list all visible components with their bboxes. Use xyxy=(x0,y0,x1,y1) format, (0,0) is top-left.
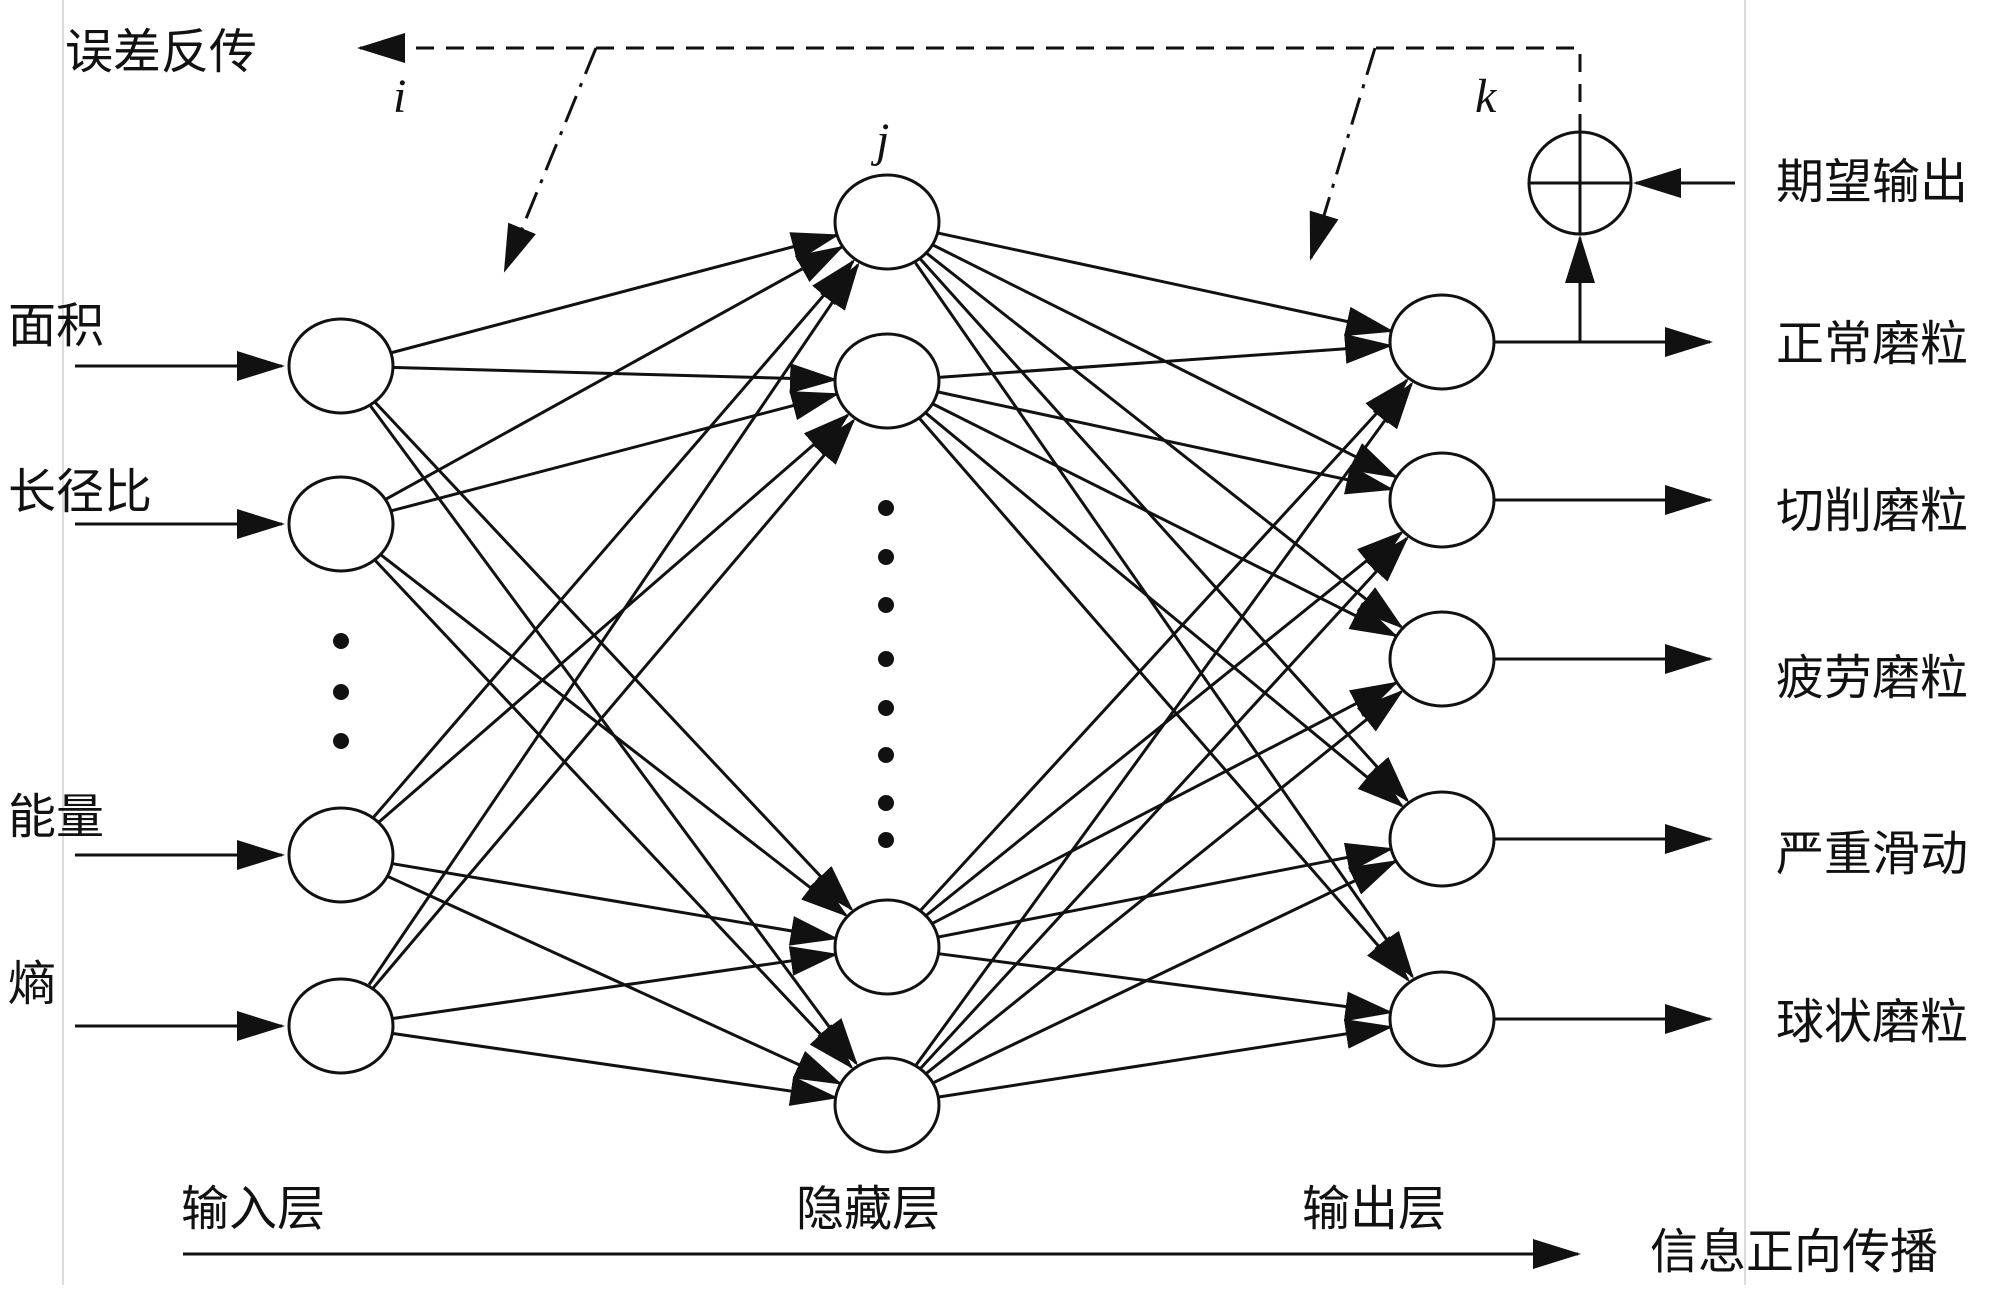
hidden-node-2 xyxy=(833,332,941,430)
edge-input-hidden-2-2 xyxy=(388,391,840,513)
edge-hidden-output-3-1 xyxy=(919,378,1409,912)
input-layer-label: 输入层 xyxy=(181,1181,325,1237)
output-layer-label: 输出层 xyxy=(1302,1181,1446,1237)
expected-output-label: 期望输出 xyxy=(1776,154,1968,210)
hidden-layer-nodes xyxy=(833,173,941,1154)
edge-hidden-output-2-4 xyxy=(924,411,1405,808)
edge-hidden-output-4-1 xyxy=(915,381,1414,1066)
backprop-branch-2 xyxy=(1309,47,1377,261)
input-layer-nodes xyxy=(287,317,395,1075)
edge-input-hidden-4-2 xyxy=(372,418,856,989)
output-label-5: 球状磨粒 xyxy=(1776,994,1968,1050)
edge-input-hidden-4-3 xyxy=(390,946,839,1021)
edge-hidden-output-1-4 xyxy=(919,258,1410,803)
output-node-1 xyxy=(1388,293,1496,391)
output-layer-nodes xyxy=(1388,293,1496,1068)
edge-hidden-output-1-1 xyxy=(935,231,1395,337)
output-label-2: 切削磨粒 xyxy=(1776,483,1968,539)
edge-hidden-output-4-3 xyxy=(925,689,1404,1075)
edge-input-hidden-1-3 xyxy=(374,401,854,912)
backprop-dashed-line xyxy=(357,32,1582,132)
edge-input-hidden-2-1 xyxy=(384,245,845,502)
hidden-ellipsis xyxy=(878,500,894,848)
output-label-4: 严重滑动 xyxy=(1776,826,1968,882)
output-node-3 xyxy=(1388,610,1496,708)
index-j-label: j xyxy=(870,114,889,167)
edge-hidden-output-4-4 xyxy=(931,860,1398,1085)
output-node-2 xyxy=(1388,451,1496,549)
hidden-node-4 xyxy=(833,1056,941,1154)
input-node-4 xyxy=(287,977,395,1075)
edge-hidden-output-4-2 xyxy=(919,536,1409,1070)
input-label-3: 能量 xyxy=(8,789,104,845)
input-node-3 xyxy=(287,806,395,904)
edge-input-hidden-3-3 xyxy=(390,861,839,946)
output-label-1: 正常磨粒 xyxy=(1776,316,1968,372)
edge-hidden-output-1-5 xyxy=(914,262,1414,979)
edge-input-hidden-3-1 xyxy=(372,259,855,819)
forward-label: 信息正向传播 xyxy=(1650,1224,1938,1280)
edge-hidden-output-3-5 xyxy=(936,951,1394,1022)
edge-input-hidden-2-4 xyxy=(374,559,854,1070)
edge-hidden-output-2-1 xyxy=(936,333,1394,379)
input-node-1 xyxy=(287,317,395,415)
input-ellipsis xyxy=(333,633,349,749)
output-node-5 xyxy=(1388,970,1496,1068)
input-node-2 xyxy=(287,475,395,573)
edge-input-hidden-4-4 xyxy=(390,1031,839,1106)
edge-hidden-output-2-2 xyxy=(935,390,1395,495)
backprop-label: 误差反传 xyxy=(65,24,257,80)
input-label-2: 长径比 xyxy=(8,464,152,520)
hidden-node-3 xyxy=(833,898,941,996)
hidden-node-1 xyxy=(833,173,941,271)
input-label-1: 面积 xyxy=(8,298,104,354)
edge-hidden-output-4-5 xyxy=(936,1019,1394,1099)
edge-hidden-output-3-4 xyxy=(935,842,1394,939)
hidden-layer-label: 隐藏层 xyxy=(796,1181,940,1237)
edge-input-hidden-3-2 xyxy=(377,413,850,824)
index-k-label: k xyxy=(1475,70,1498,123)
edge-hidden-output-2-3 xyxy=(931,402,1399,638)
edge-hidden-output-2-5 xyxy=(918,417,1410,983)
output-node-4 xyxy=(1388,790,1496,888)
connections xyxy=(367,231,1414,1106)
edge-input-hidden-3-4 xyxy=(385,874,843,1085)
edge-input-hidden-2-3 xyxy=(379,553,849,917)
edge-input-hidden-1-1 xyxy=(388,232,840,355)
edge-input-hidden-4-1 xyxy=(367,262,860,986)
output-label-3: 疲劳磨粒 xyxy=(1776,650,1968,706)
backprop-branch-1 xyxy=(503,47,598,273)
input-label-4: 熵 xyxy=(8,956,56,1012)
index-i-label: i xyxy=(393,70,406,123)
